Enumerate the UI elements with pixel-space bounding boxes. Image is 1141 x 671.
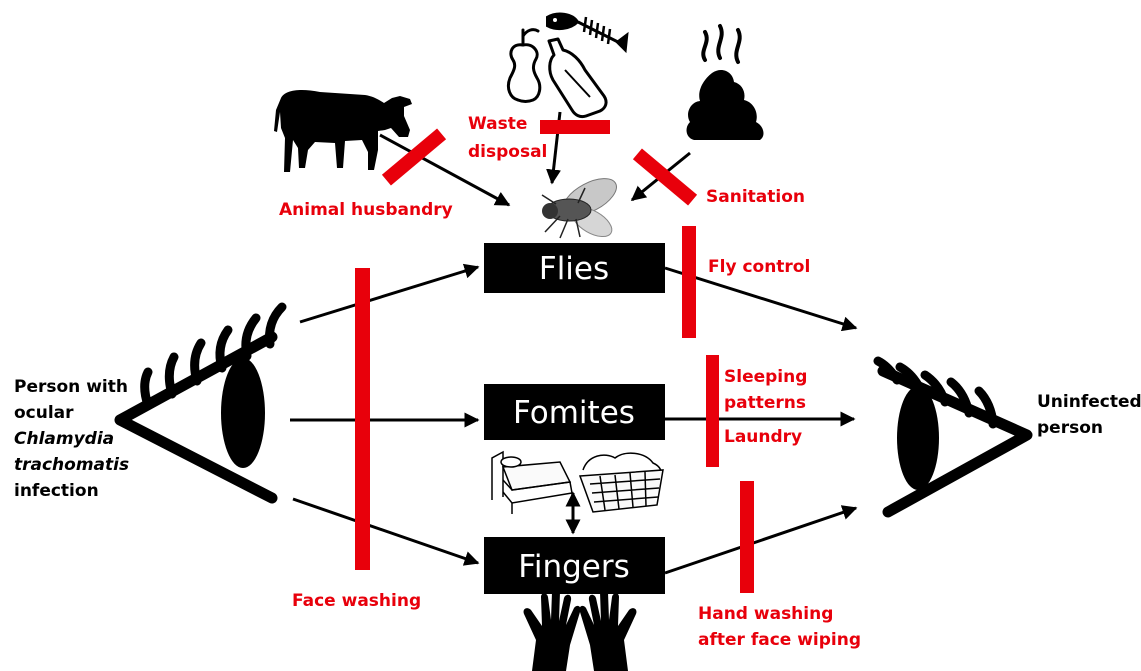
barrier-sanitation bbox=[633, 148, 697, 205]
sleeping-patterns-label-2: patterns bbox=[724, 393, 806, 413]
cow-icon bbox=[274, 90, 412, 172]
intervention-barriers bbox=[355, 120, 754, 593]
barrier-hand-washing bbox=[740, 481, 754, 593]
fish-bone-icon bbox=[547, 14, 628, 52]
hand-washing-label-1: Hand washing bbox=[698, 604, 833, 624]
barrier-sleeping-laundry bbox=[706, 355, 719, 467]
barrier-fly-control bbox=[682, 226, 696, 338]
route-fomites-label: Fomites bbox=[513, 395, 635, 431]
route-flies-label: Flies bbox=[539, 251, 609, 287]
arrow-person-to-flies bbox=[300, 267, 478, 322]
animal-husbandry-label: Animal husbandry bbox=[279, 200, 453, 220]
source-line-4: trachomatis bbox=[14, 455, 129, 475]
fly-icon bbox=[542, 171, 622, 243]
arrow-person-to-fingers bbox=[293, 499, 478, 563]
source-line-3: Chlamydia bbox=[14, 429, 114, 449]
laundry-label: Laundry bbox=[724, 427, 802, 447]
source-line-1: Person with bbox=[14, 377, 128, 397]
route-fingers-label: Fingers bbox=[518, 549, 629, 585]
route-flies-box: Flies bbox=[484, 243, 665, 293]
garbage-icon bbox=[508, 14, 628, 117]
eye-icon bbox=[120, 307, 282, 498]
sanitation-label: Sanitation bbox=[706, 187, 805, 207]
bed-icon bbox=[492, 452, 572, 514]
source-person-label: Person with ocular Chlamydia trachomatis… bbox=[14, 377, 129, 501]
face-washing-label: Face washing bbox=[292, 591, 421, 611]
target-person-label: Uninfected person bbox=[1037, 392, 1141, 438]
sleeping-patterns-label-1: Sleeping bbox=[724, 367, 807, 387]
barrier-face-washing bbox=[355, 268, 370, 570]
waste-disposal-label-2: disposal bbox=[468, 142, 547, 162]
fly-control-label: Fly control bbox=[708, 257, 810, 277]
source-line-2: ocular bbox=[14, 403, 74, 423]
hand-washing-label-2: after face wiping bbox=[698, 630, 861, 650]
transmission-arrows bbox=[290, 112, 856, 573]
source-line-5: infection bbox=[14, 481, 99, 501]
feces-icon bbox=[687, 26, 764, 140]
eye-icon bbox=[878, 361, 1027, 512]
target-line-1: Uninfected bbox=[1037, 392, 1141, 412]
barrier-animal-husbandry bbox=[382, 128, 446, 185]
hands-icon bbox=[524, 588, 637, 671]
arrow-fingers-to-uninfected bbox=[665, 508, 856, 573]
barrier-waste-disposal bbox=[540, 120, 610, 134]
route-fingers-box: Fingers bbox=[484, 537, 665, 594]
route-fomites-box: Fomites bbox=[484, 384, 665, 440]
apple-core-icon bbox=[508, 30, 539, 102]
laundry-basket-icon bbox=[580, 453, 663, 512]
target-line-2: person bbox=[1037, 418, 1103, 438]
waste-disposal-label-1: Waste bbox=[468, 114, 527, 134]
bottle-icon bbox=[549, 39, 606, 117]
